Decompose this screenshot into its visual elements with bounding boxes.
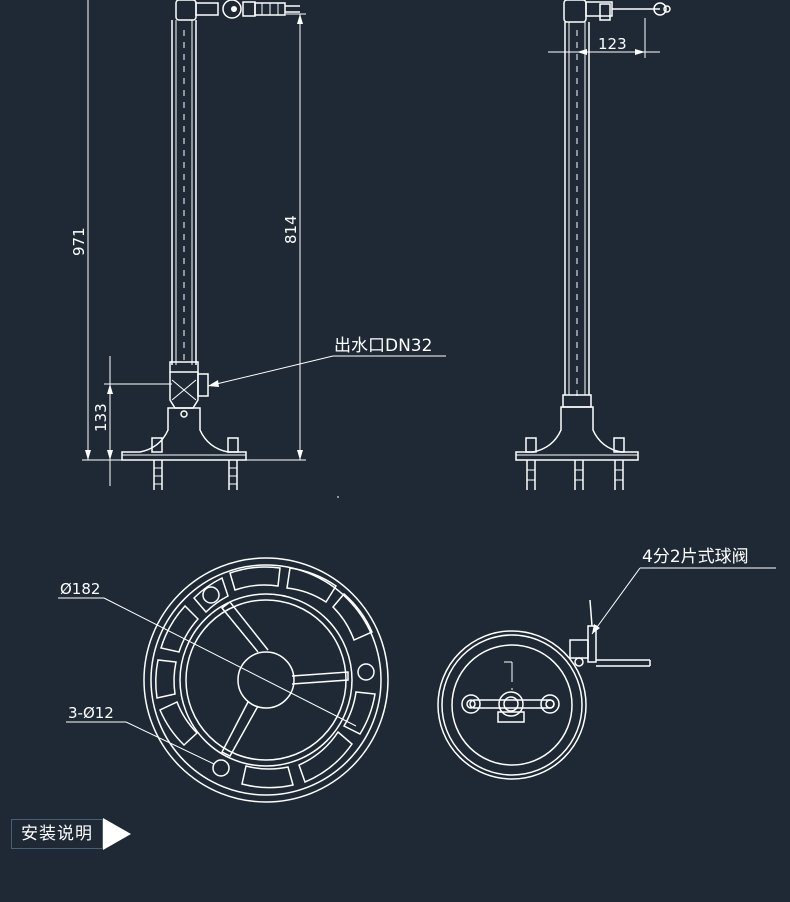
dimension-971-label: 971: [70, 227, 88, 256]
valve-callout-label: 4分2片式球阀: [642, 547, 749, 567]
top-handle-assembly: [175, 0, 300, 21]
flange-slots: [155, 566, 376, 789]
installation-section-label: 安装说明: [11, 819, 103, 849]
outlet-tee: [169, 372, 209, 418]
bolt-holes-label: 3-Ø12: [68, 704, 114, 722]
outlet-callout-label: 出水口DN32: [334, 336, 432, 356]
dimension-base-height: 133: [92, 356, 172, 486]
valve-top-view: 4分2片式球阀: [437, 547, 776, 780]
anchor-bolts: [151, 437, 239, 490]
side-top-valve: [563, 0, 671, 23]
dimension-handle-offset: 123: [548, 18, 660, 58]
vertical-pipe: [169, 20, 199, 373]
dimension-814-label: 814: [282, 215, 300, 244]
dimension-133-label: 133: [92, 403, 110, 432]
side-anchor-bolts: [525, 437, 625, 490]
valve-callout: 4分2片式球阀: [591, 547, 776, 635]
outlet-callout: 出水口DN32: [207, 336, 446, 387]
installation-section-tag: 安装说明: [11, 818, 131, 850]
front-elevation-view: 971 133 814 出水口DN32: [70, 0, 446, 498]
flange-spokes: [220, 600, 349, 757]
side-elevation-view: 123: [515, 0, 671, 490]
valve-handle-bar: [461, 691, 560, 723]
bolt-holes-callout: 3-Ø12: [66, 704, 215, 765]
flange-diameter-callout: Ø182: [58, 580, 357, 727]
ball-valve: [569, 599, 651, 667]
dimension-123-label: 123: [598, 35, 627, 53]
arrow-right-icon: [103, 818, 131, 850]
side-base-flange: [515, 406, 639, 461]
side-vertical-pipe: [562, 22, 592, 408]
flange-top-view: Ø182 3-Ø12: [58, 557, 389, 803]
dimension-pipe-height: 814: [246, 13, 306, 461]
dimension-total-height: 971: [70, 0, 122, 461]
dimension-diameter-label: Ø182: [60, 580, 100, 598]
